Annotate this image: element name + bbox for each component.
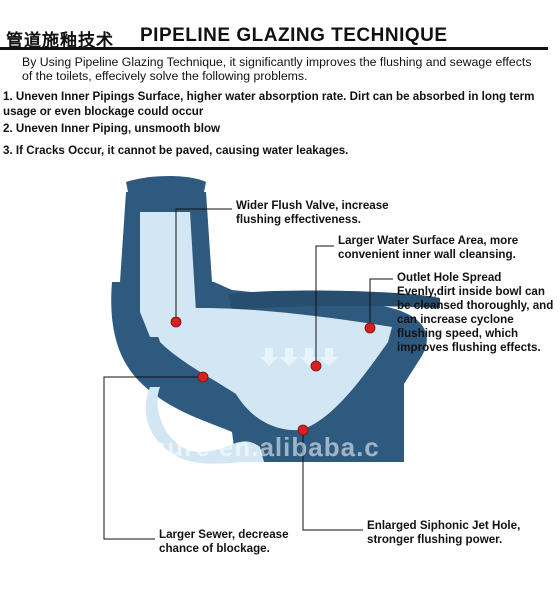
toilet-illustration <box>103 176 440 540</box>
title-divider <box>0 47 548 50</box>
tank-lid <box>126 176 206 192</box>
rim-arrows <box>260 348 338 366</box>
callout-flush-valve: Wider Flush Valve, increase flushing eff… <box>236 199 389 226</box>
header: 管道施釉技术 PIPELINE GLAZING TECHNIQUE <box>0 0 560 52</box>
trapway <box>145 387 264 464</box>
toilet-cutaway-diagram: gosure en.alibaba.c Wider Flush Valve, i… <box>0 162 560 604</box>
callout-outlet-hole: Outlet Hole Spread Evenly,dirt inside bo… <box>397 271 554 354</box>
intro-paragraph: By Using Pipeline Glazing Technique, it … <box>22 55 532 83</box>
problem-1: 1. Uneven Inner Pipings Surface, higher … <box>3 90 535 118</box>
leader-lines <box>103 208 393 540</box>
title-english: PIPELINE GLAZING TECHNIQUE <box>140 25 448 46</box>
bowl-water <box>150 307 392 431</box>
callout-jet-hole: Enlarged Siphonic Jet Hole, stronger flu… <box>367 519 521 546</box>
flow-markers <box>170 316 376 436</box>
watermark: gosure en.alibaba.c <box>118 432 380 462</box>
callout-sewer: Larger Sewer, decrease chance of blockag… <box>159 528 289 555</box>
title-chinese: 管道施釉技术 <box>6 31 114 50</box>
inner-channel <box>140 212 196 337</box>
toilet-seat <box>228 290 440 310</box>
problem-2: 2. Uneven Inner Piping, unsmooth blow <box>3 122 221 135</box>
problem-3: 3. If Cracks Occur, it cannot be paved, … <box>3 144 349 157</box>
callout-water-surface: Larger Water Surface Area, more convenie… <box>338 234 519 261</box>
